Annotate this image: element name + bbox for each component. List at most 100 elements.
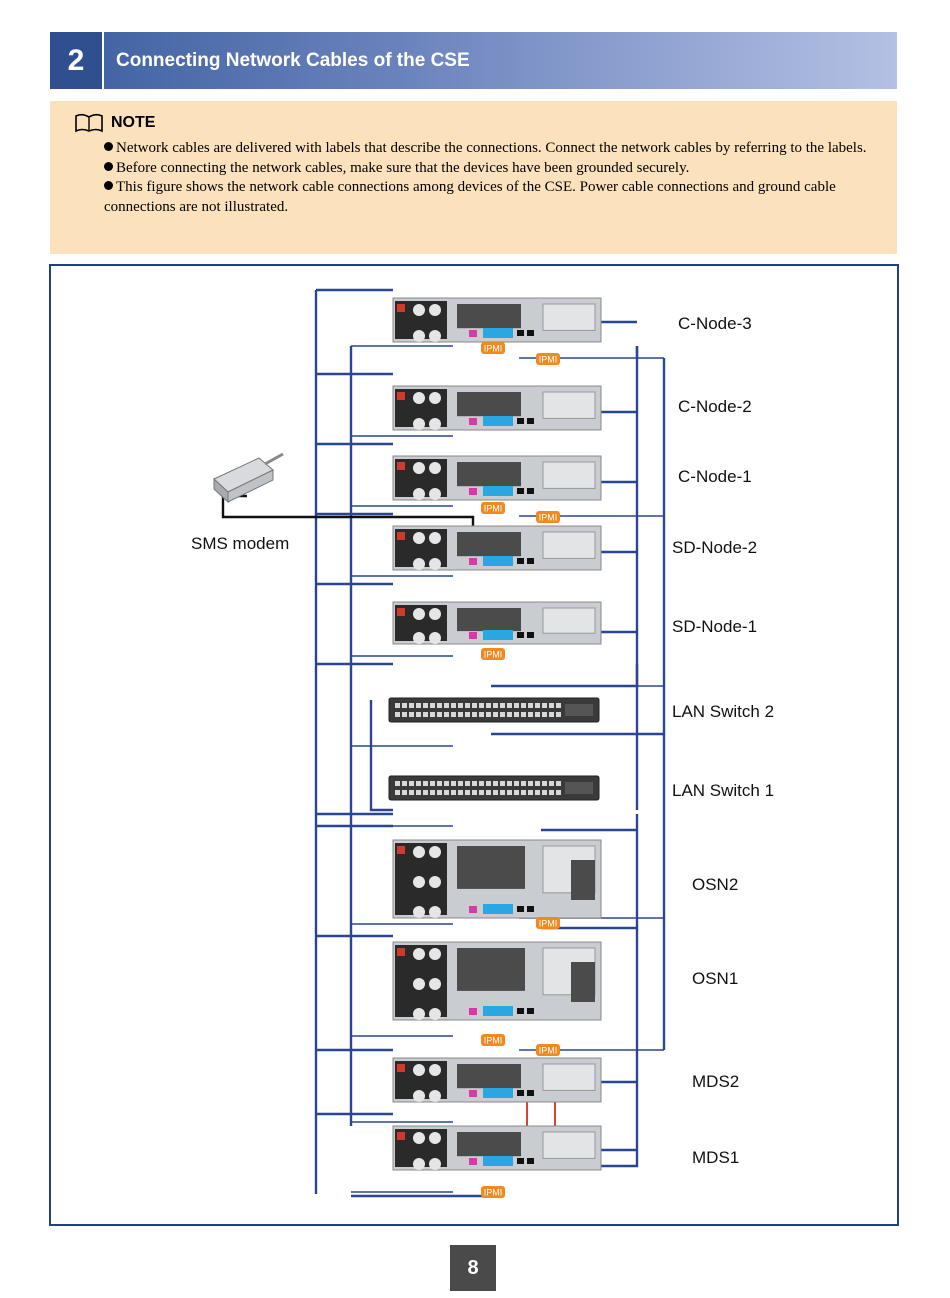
switch-port <box>416 781 421 786</box>
fan-icon <box>429 532 441 544</box>
switch-port <box>549 703 554 708</box>
switch-port <box>514 703 519 708</box>
nic-port <box>483 486 513 496</box>
switch-port <box>409 703 414 708</box>
ipmi-tag: IPMI <box>481 1034 505 1046</box>
power-switch-icon <box>397 304 405 312</box>
fan-icon <box>429 304 441 316</box>
power-switch-icon <box>397 948 405 956</box>
switch-port <box>535 781 540 786</box>
switch-port <box>549 712 554 717</box>
switch-port <box>521 790 526 795</box>
eth-port <box>527 1008 534 1014</box>
device-osn1 <box>392 941 602 1021</box>
switch-port <box>486 781 491 786</box>
switch-port <box>493 712 498 717</box>
switch-port <box>479 790 484 795</box>
nic-port <box>483 1006 513 1016</box>
modem-label: SMS modem <box>191 534 289 553</box>
switch-port <box>444 781 449 786</box>
vent-mesh <box>457 846 525 889</box>
vent-mesh <box>571 962 595 1002</box>
device-label: OSN2 <box>692 875 738 894</box>
switch-port <box>486 703 491 708</box>
switch-port <box>521 781 526 786</box>
expansion-slot <box>542 303 596 331</box>
book-icon <box>75 113 103 133</box>
note-item: This figure shows the network cable conn… <box>104 178 874 217</box>
ipmi-tag: IPMI <box>536 917 560 929</box>
bullet-icon <box>104 181 113 190</box>
switch-port <box>479 781 484 786</box>
fan-icon <box>429 488 441 500</box>
fan-icon <box>429 948 441 960</box>
nic-port <box>483 1156 513 1166</box>
switch-port <box>493 781 498 786</box>
expansion-slot <box>542 1063 596 1091</box>
switch-port <box>521 703 526 708</box>
switch-port <box>430 712 435 717</box>
switch-port <box>451 703 456 708</box>
ipmi-port <box>469 418 477 425</box>
switch-port <box>549 790 554 795</box>
device-sd-node-2 <box>392 525 602 571</box>
ipmi-tag-bg <box>481 502 505 514</box>
fan-icon <box>429 1090 441 1102</box>
ipmi-tag-bg <box>481 342 505 354</box>
eth-port <box>517 632 524 638</box>
switch-port <box>486 712 491 717</box>
bullet-icon <box>104 142 113 151</box>
eth-port <box>517 488 524 494</box>
fan-icon <box>429 462 441 474</box>
ipmi-port <box>469 906 477 913</box>
eth-port <box>517 1008 524 1014</box>
switch-port <box>395 712 400 717</box>
ipmi-tag-label: IPMI <box>539 513 558 523</box>
ipmi-port <box>469 1008 477 1015</box>
vent-mesh <box>457 948 525 991</box>
ipmi-tag-label: IPMI <box>484 1188 503 1198</box>
nic-port <box>483 904 513 914</box>
switch-port <box>479 703 484 708</box>
eth-port <box>527 418 534 424</box>
eth-port <box>527 1158 534 1164</box>
vent-mesh <box>457 462 521 487</box>
eth-port <box>517 558 524 564</box>
fan-icon <box>429 330 441 342</box>
device-label: SD-Node-1 <box>672 617 757 636</box>
fan-icon <box>429 1132 441 1144</box>
fan-icon <box>413 558 425 570</box>
power-switch-icon <box>397 532 405 540</box>
power-switch-icon <box>397 608 405 616</box>
switch-port <box>528 712 533 717</box>
fan-icon <box>429 632 441 644</box>
switch-port <box>507 703 512 708</box>
switch-port <box>465 781 470 786</box>
fan-icon <box>413 304 425 316</box>
switch-port <box>535 703 540 708</box>
switch-port <box>416 790 421 795</box>
note-item-text: Before connecting the network cables, ma… <box>116 159 690 176</box>
device-mds1 <box>392 1125 602 1171</box>
device-label: C-Node-2 <box>678 397 752 416</box>
vent-mesh <box>457 304 521 329</box>
ipmi-tag-bg <box>536 917 560 929</box>
switch-port <box>549 781 554 786</box>
switch-port <box>507 781 512 786</box>
switch-port <box>556 781 561 786</box>
device-sd-node-1 <box>392 601 602 645</box>
ipmi-tag-label: IPMI <box>539 1046 558 1056</box>
fan-icon <box>413 1158 425 1170</box>
ipmi-port <box>469 632 477 639</box>
device-mds2 <box>392 1057 602 1103</box>
power-switch-icon <box>397 1132 405 1140</box>
fan-icon <box>413 418 425 430</box>
device-label: C-Node-3 <box>678 314 752 333</box>
switch-port <box>402 781 407 786</box>
nic-port <box>483 630 513 640</box>
power-switch-icon <box>397 392 405 400</box>
power-switch-icon <box>397 846 405 854</box>
power-switch-icon <box>397 1064 405 1072</box>
ipmi-tag-label: IPMI <box>484 344 503 354</box>
